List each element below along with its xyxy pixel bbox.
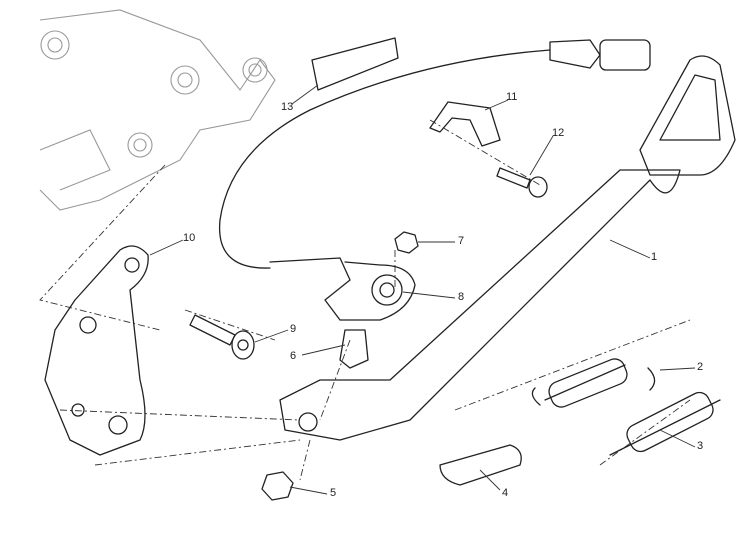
callout-8: 8 <box>458 291 465 303</box>
side-stand <box>279 55 736 441</box>
spring-2 <box>531 358 656 408</box>
nut-7 <box>394 231 419 254</box>
spring-3 <box>609 391 721 456</box>
mounting-bracket <box>44 245 149 456</box>
sensor-cable <box>218 37 651 269</box>
callout-13: 13 <box>281 101 294 113</box>
callout-4: 4 <box>502 487 509 499</box>
nut-5 <box>261 471 294 501</box>
callout-3: 3 <box>697 440 704 452</box>
stand-sensor <box>269 257 416 321</box>
callout-10: 10 <box>183 232 196 244</box>
bolt-9 <box>189 314 255 360</box>
bolt-12 <box>496 167 548 198</box>
plate-4 <box>439 444 522 486</box>
callout-2: 2 <box>697 361 704 373</box>
callout-12: 12 <box>552 127 565 139</box>
callout-6: 6 <box>290 350 297 362</box>
callout-9: 9 <box>290 323 297 335</box>
frame-part <box>39 9 276 211</box>
bracket-11 <box>429 101 501 147</box>
screw-6 <box>339 329 369 369</box>
callout-5: 5 <box>330 487 337 499</box>
callout-11: 11 <box>506 91 518 103</box>
callout-7: 7 <box>458 235 465 247</box>
callout-1: 1 <box>651 251 658 263</box>
